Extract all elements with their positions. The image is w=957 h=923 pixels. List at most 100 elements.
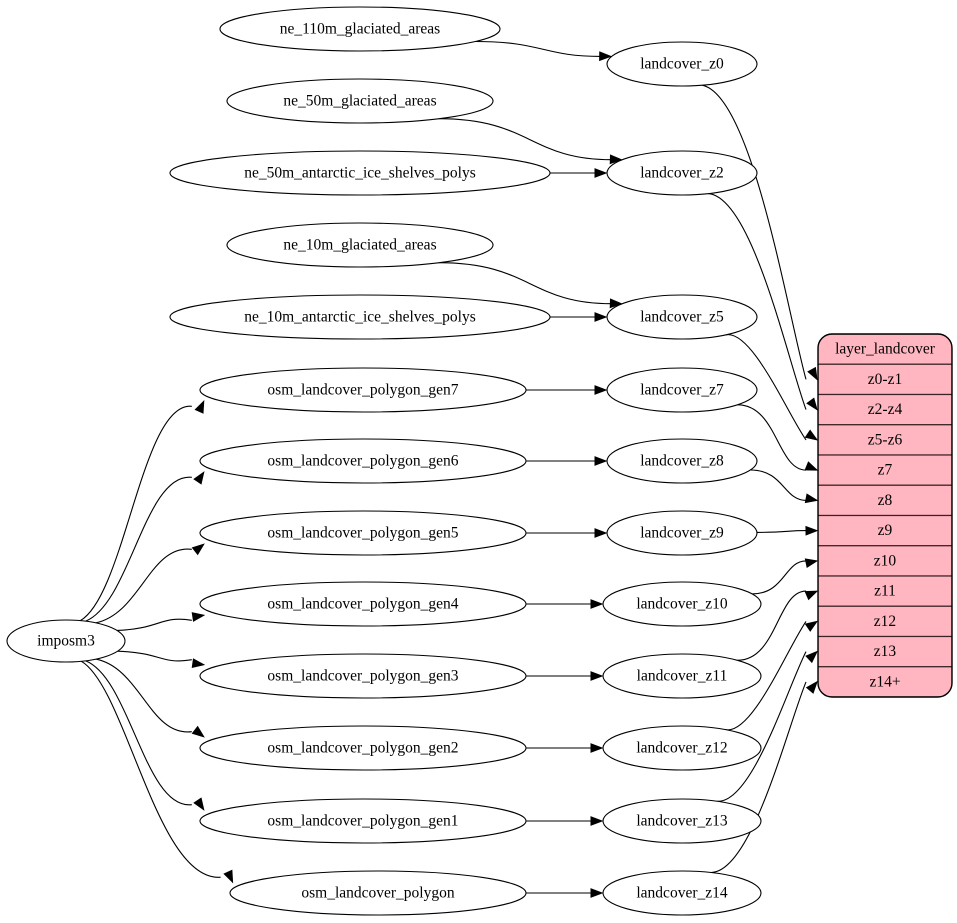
node-ellipse[interactable] xyxy=(602,581,762,627)
osm-node-osm_landcover_polygon_gen3[interactable]: osm_landcover_polygon_gen3 xyxy=(199,653,527,699)
node-ellipse[interactable] xyxy=(199,653,527,699)
layer-landcover-row[interactable] xyxy=(818,605,952,638)
layer-landcover-row-label: z5-z6 xyxy=(868,431,903,448)
node-label: landcover_z14 xyxy=(636,885,727,902)
osm-node-osm_landcover_polygon_gen5[interactable]: osm_landcover_polygon_gen5 xyxy=(199,510,527,556)
node-ellipse[interactable] xyxy=(199,367,527,413)
edge-imposm3-to-osm_landcover_polygon_gen5 xyxy=(95,548,192,624)
landcover-node-landcover_z0[interactable]: landcover_z0 xyxy=(606,41,758,87)
layer-landcover-rows: layer_landcoverz0-z1z2-z4z5-z6z7z8z9z10z… xyxy=(818,334,952,697)
edge-arrowhead xyxy=(805,680,818,694)
layer-landcover-row[interactable] xyxy=(818,666,952,697)
edge-arrowhead xyxy=(590,816,604,826)
edge-arrowhead xyxy=(590,888,604,898)
node-ellipse[interactable] xyxy=(606,367,758,413)
edge-landcover_z0-to-table-row-0 xyxy=(702,84,807,380)
node-ellipse[interactable] xyxy=(199,581,527,627)
ne-node-ne_50m_antarctic_ice_shelves_polys[interactable]: ne_50m_antarctic_ice_shelves_polys xyxy=(169,150,551,196)
layer-landcover-row-label: z11 xyxy=(874,583,896,600)
edge-arrowhead xyxy=(804,461,819,471)
node-ellipse[interactable] xyxy=(226,78,494,124)
edge-imposm3-to-osm_landcover_polygon_gen2 xyxy=(95,658,192,733)
layer-landcover-header-cell xyxy=(818,334,952,365)
node-label: landcover_z0 xyxy=(640,56,724,73)
edge-arrowhead xyxy=(804,590,819,601)
edge-arrowhead xyxy=(806,397,818,411)
layer-landcover-header-label: layer_landcover xyxy=(835,341,936,358)
edge-landcover_z13-to-table-row-9 xyxy=(716,651,807,802)
node-label: osm_landcover_polygon xyxy=(301,885,455,902)
node-ellipse[interactable] xyxy=(606,41,758,87)
node-ellipse[interactable] xyxy=(199,798,527,844)
node-label: osm_landcover_polygon_gen2 xyxy=(267,740,458,757)
landcover-node-landcover_z5[interactable]: landcover_z5 xyxy=(606,294,758,340)
layer-landcover-row-label: z7 xyxy=(878,462,893,479)
landcover-node-landcover_z2[interactable]: landcover_z2 xyxy=(606,150,758,196)
node-ellipse[interactable] xyxy=(606,438,758,484)
osm-node-osm_landcover_polygon_gen7[interactable]: osm_landcover_polygon_gen7 xyxy=(199,367,527,413)
edge-landcover_z10-to-table-row-6 xyxy=(752,560,807,595)
node-ellipse[interactable] xyxy=(219,6,501,52)
ne-node-ne_50m_glaciated_areas[interactable]: ne_50m_glaciated_areas xyxy=(226,78,494,124)
node-ellipse[interactable] xyxy=(602,798,762,844)
edge-arrowhead xyxy=(193,797,205,811)
ne-node-ne_10m_glaciated_areas[interactable]: ne_10m_glaciated_areas xyxy=(226,222,494,268)
node-ellipse[interactable] xyxy=(169,294,551,340)
node-ellipse[interactable] xyxy=(199,510,527,556)
landcover-node-landcover_z8[interactable]: landcover_z8 xyxy=(606,438,758,484)
edge-landcover_z7-to-table-row-3 xyxy=(737,404,807,471)
node-ellipse[interactable] xyxy=(602,870,762,916)
edge-ne_50m_glaciated_areas-to-landcover_z2 xyxy=(439,118,612,161)
edge-arrowhead xyxy=(599,51,613,62)
edge-arrowhead xyxy=(804,620,819,632)
node-ellipse[interactable] xyxy=(199,438,527,484)
edge-arrowhead xyxy=(609,154,623,165)
node-ellipse[interactable] xyxy=(169,150,551,196)
node-ellipse[interactable] xyxy=(6,619,126,663)
node-ellipse[interactable] xyxy=(602,653,762,699)
landcover-node-landcover_z9[interactable]: landcover_z9 xyxy=(606,510,758,556)
node-ellipse[interactable] xyxy=(199,725,527,771)
node-label: ne_10m_antarctic_ice_shelves_polys xyxy=(244,309,476,326)
layer-landcover-row[interactable] xyxy=(818,484,952,517)
layer-landcover-row[interactable] xyxy=(818,635,952,668)
layer-landcover-row[interactable] xyxy=(818,514,952,547)
edge-landcover_z8-to-table-row-4 xyxy=(750,469,807,501)
osm-node-osm_landcover_polygon_gen2[interactable]: osm_landcover_polygon_gen2 xyxy=(199,725,527,771)
edge-arrowhead xyxy=(590,671,604,681)
osm-node-osm_landcover_polygon_gen6[interactable]: osm_landcover_polygon_gen6 xyxy=(199,438,527,484)
node-ellipse[interactable] xyxy=(602,725,762,771)
layer-landcover-row[interactable] xyxy=(818,424,952,456)
edge-landcover_z2-to-table-row-1 xyxy=(708,193,807,410)
node-label: osm_landcover_polygon_gen7 xyxy=(267,382,458,399)
node-ellipse[interactable] xyxy=(606,150,758,196)
ne-node-ne_10m_antarctic_ice_shelves_polys[interactable]: ne_10m_antarctic_ice_shelves_polys xyxy=(169,294,551,340)
osm-node-osm_landcover_polygon[interactable]: osm_landcover_polygon xyxy=(229,870,527,916)
edge-arrowhead xyxy=(804,429,819,441)
node-ellipse[interactable] xyxy=(606,510,758,556)
layer-landcover-row-label: z8 xyxy=(878,492,893,509)
node-ellipse[interactable] xyxy=(606,294,758,340)
osm-node-osm_landcover_polygon_gen4[interactable]: osm_landcover_polygon_gen4 xyxy=(199,581,527,627)
landcover-node-landcover_z12[interactable]: landcover_z12 xyxy=(602,725,762,771)
landcover-node-landcover_z14[interactable]: landcover_z14 xyxy=(602,870,762,916)
layer-landcover-row[interactable] xyxy=(818,545,952,577)
edge-landcover_z14-to-table-row-10 xyxy=(711,681,807,874)
osm-node-osm_landcover_polygon_gen1[interactable]: osm_landcover_polygon_gen1 xyxy=(199,798,527,844)
source-node-imposm3[interactable]: imposm3 xyxy=(6,619,126,663)
node-ellipse[interactable] xyxy=(226,222,494,268)
landcover-node-landcover_z11[interactable]: landcover_z11 xyxy=(602,653,762,699)
node-label: landcover_z8 xyxy=(640,453,724,470)
ne-node-ne_110m_glaciated_areas[interactable]: ne_110m_glaciated_areas xyxy=(219,6,501,52)
node-label: landcover_z2 xyxy=(640,165,724,182)
landcover-node-landcover_z13[interactable]: landcover_z13 xyxy=(602,798,762,844)
node-ellipse[interactable] xyxy=(229,870,527,916)
node-label: landcover_z5 xyxy=(640,309,724,326)
edge-arrowhead xyxy=(807,366,818,381)
edge-arrowhead xyxy=(223,869,234,884)
edge-arrowhead xyxy=(191,658,206,669)
layer-landcover-row[interactable] xyxy=(818,363,952,396)
landcover-node-landcover_z10[interactable]: landcover_z10 xyxy=(602,581,762,627)
landcover-node-landcover_z7[interactable]: landcover_z7 xyxy=(606,367,758,413)
